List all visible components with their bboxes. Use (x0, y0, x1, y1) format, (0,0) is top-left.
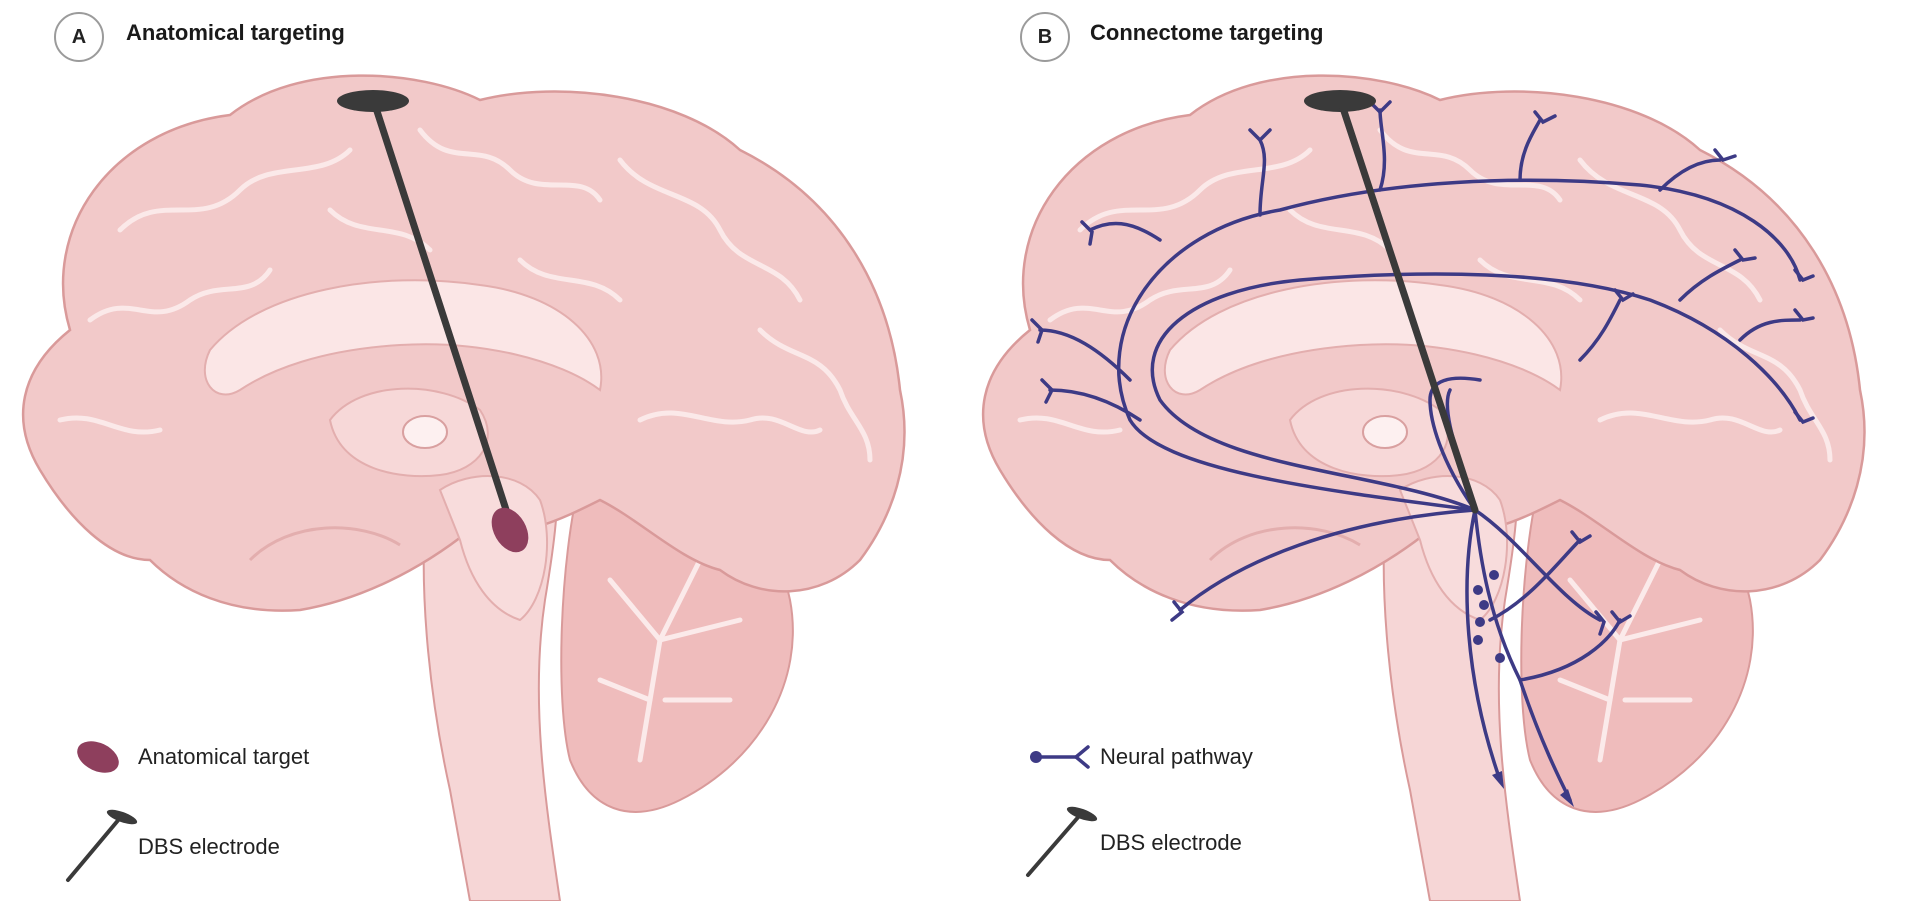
legend-dbs-electrode-label-b: DBS electrode (1100, 830, 1242, 855)
dbs-electrode (1304, 90, 1479, 514)
legend-anatomical-target-label: Anatomical target (138, 744, 310, 769)
panel-a-badge: A (54, 12, 104, 62)
anatomical-target-marker (491, 507, 529, 553)
pathway-terminals (1030, 100, 1815, 636)
pathway-arrowheads (1492, 771, 1574, 807)
dbs-electrode (337, 90, 514, 526)
brain-illustration-b (960, 0, 1920, 901)
panel-anatomical-targeting: A Anatomical targeting Anatomical target… (0, 0, 960, 901)
dbs-electrode-legend-icon (1026, 806, 1098, 877)
anatomical-target-legend-icon (77, 741, 119, 773)
panel-a-title: Anatomical targeting (126, 20, 345, 45)
neural-pathway-legend-icon (1030, 745, 1090, 769)
brain-sagittal-view (23, 76, 904, 901)
panel-b-badge: B (1020, 12, 1070, 62)
panel-connectome-targeting: B Connectome targeting Neural pathway DB… (960, 0, 1920, 901)
panel-b-title: Connectome targeting (1090, 20, 1324, 45)
legend-dbs-electrode-label-a: DBS electrode (138, 834, 280, 859)
brain-sagittal-view (983, 76, 1864, 901)
neuron-cell-bodies (1473, 570, 1505, 663)
dbs-electrode-legend-icon (66, 809, 138, 882)
legend-neural-pathway-label: Neural pathway (1100, 744, 1253, 769)
brain-illustration-a (0, 0, 960, 901)
